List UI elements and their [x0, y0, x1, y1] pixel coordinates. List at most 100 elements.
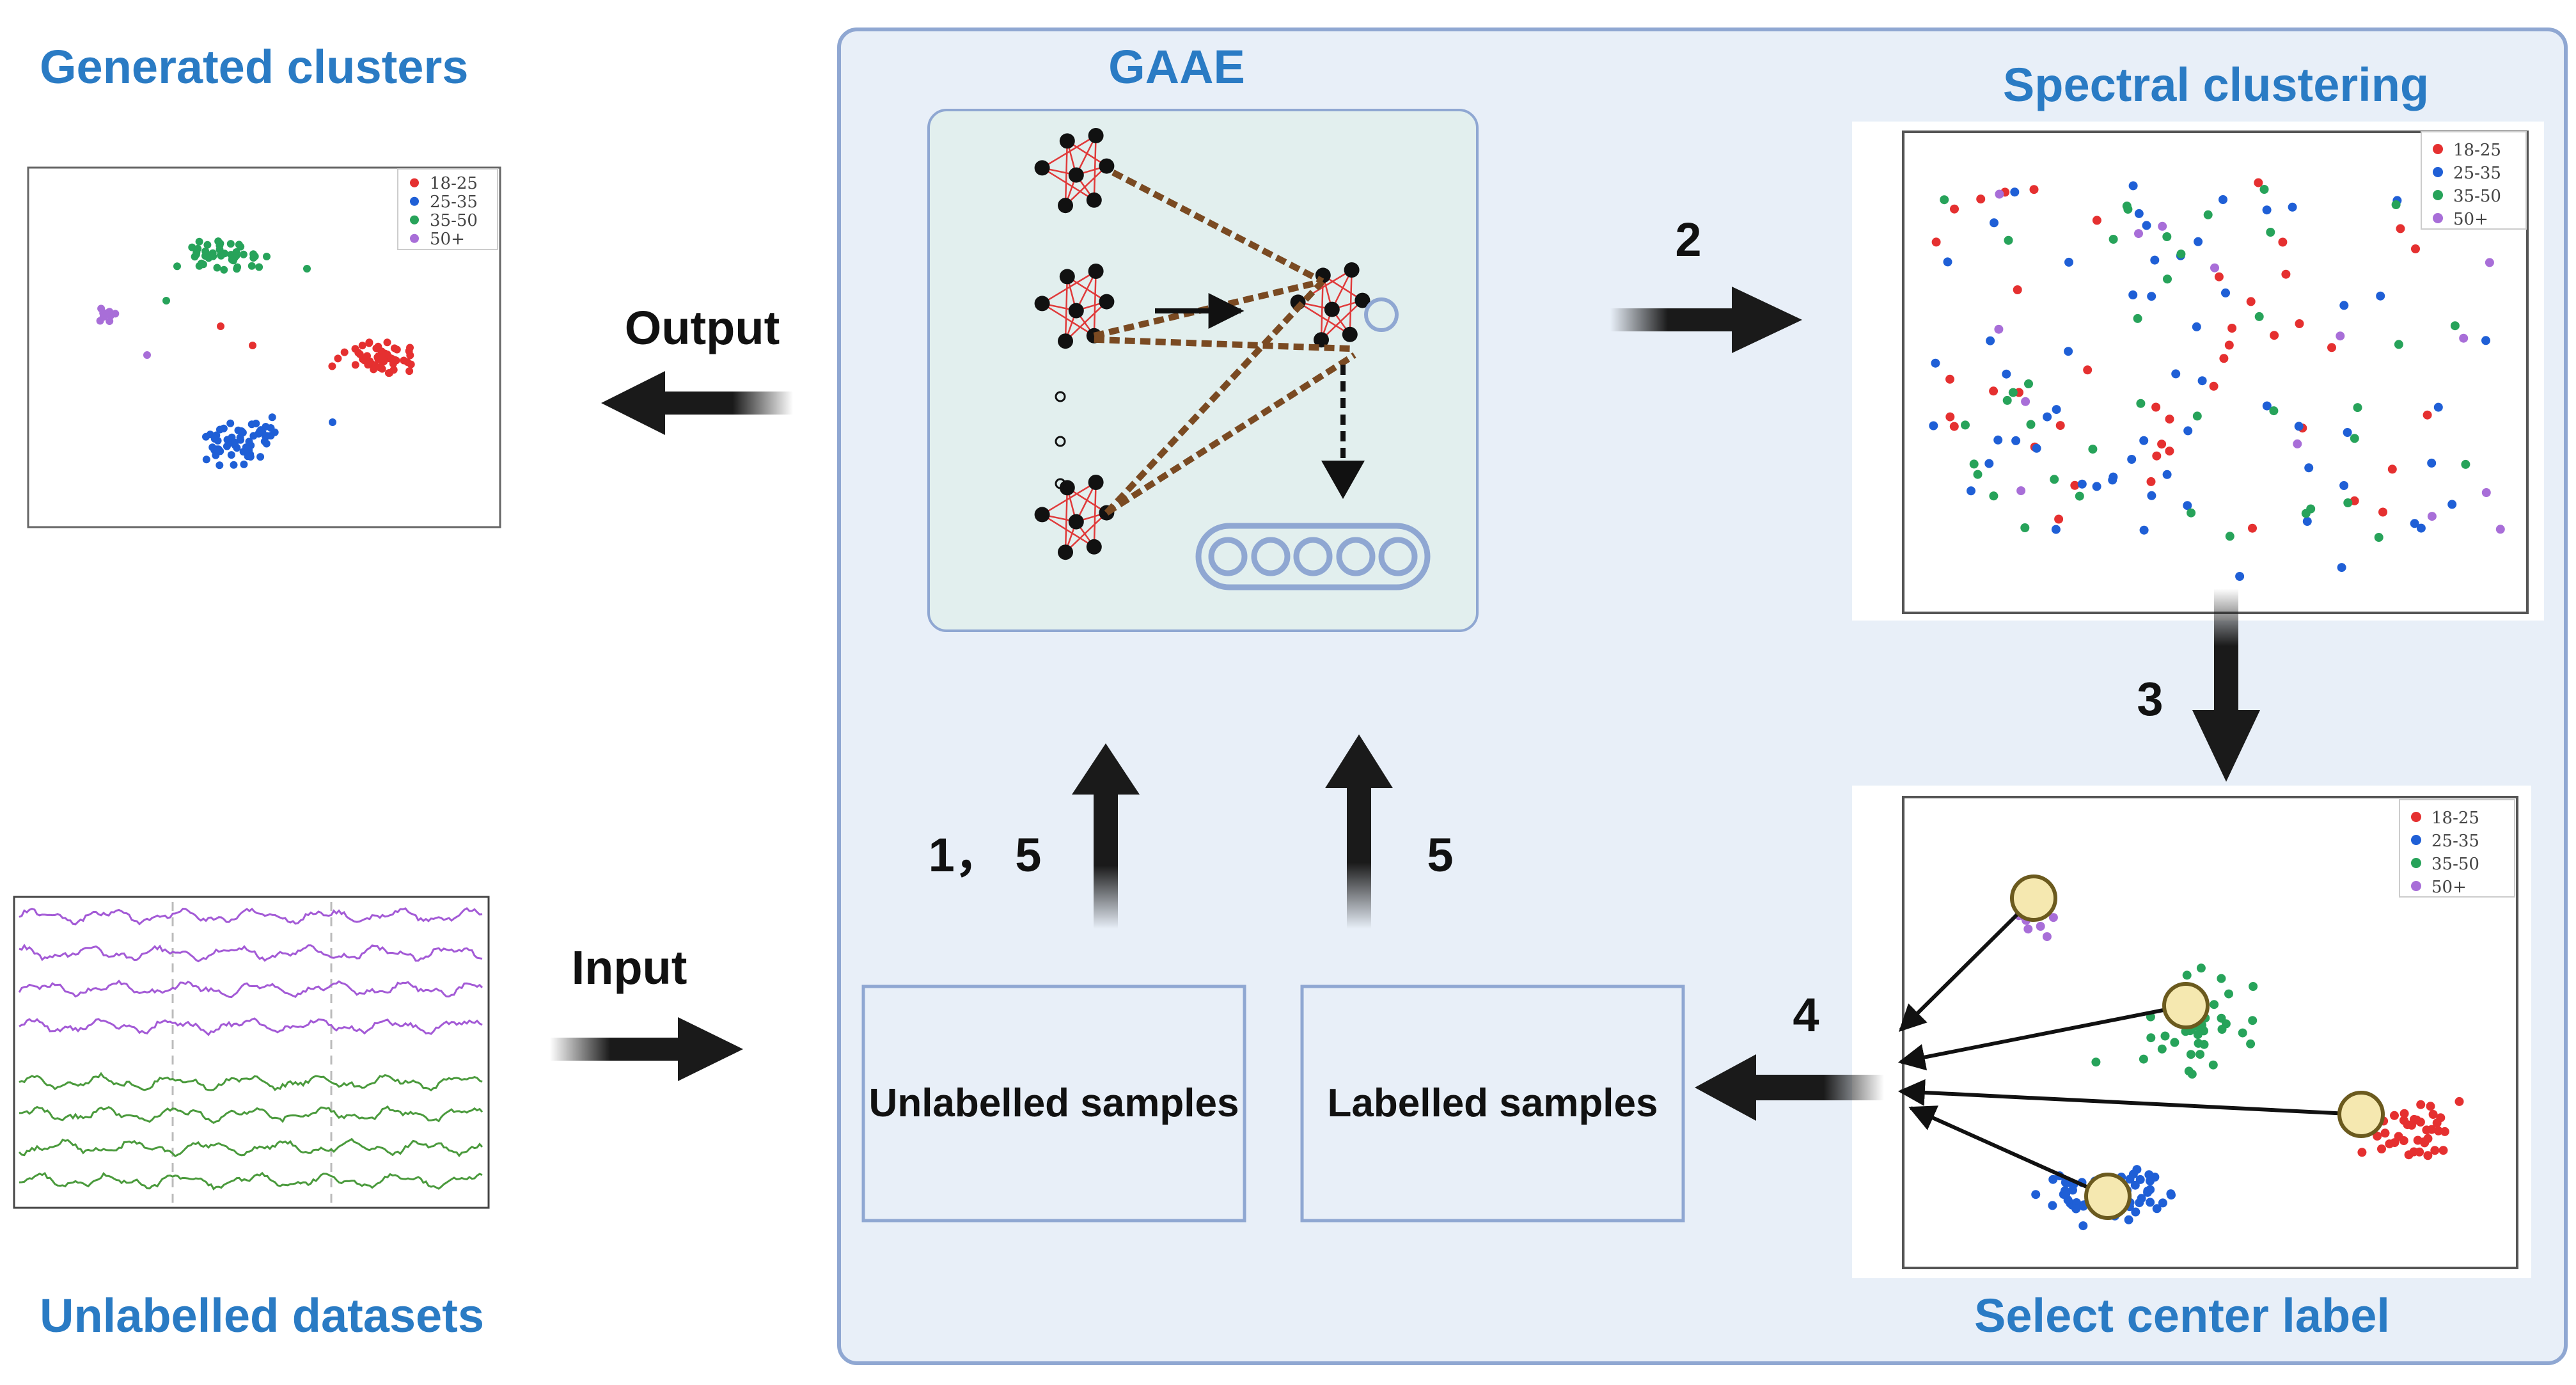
center-plot-point [2416, 1100, 2426, 1109]
spectral-point [2128, 181, 2138, 191]
center-plot-point [2413, 1136, 2423, 1145]
eeg-trace [19, 907, 483, 926]
cluster-point [230, 461, 238, 469]
cluster-point [226, 240, 235, 248]
spectral-point [2481, 488, 2491, 497]
step-3-label: 3 [2137, 672, 2163, 725]
spectral-point [2416, 523, 2426, 533]
spectral-point [1995, 189, 2004, 199]
center-plot-point [2144, 1170, 2154, 1180]
eeg-trace [19, 1017, 483, 1036]
title-generated-clusters: Generated clusters [40, 40, 468, 93]
center-plot-point [2439, 1146, 2448, 1155]
generated-clusters-plot [27, 166, 501, 528]
center-plot-point [2399, 1116, 2408, 1125]
cluster-point [229, 257, 237, 265]
center-plot-point [2377, 1144, 2386, 1153]
select-center-legend-marker [2411, 835, 2421, 845]
center-plot-point [2415, 1118, 2425, 1127]
center-plot-point [2071, 1204, 2081, 1214]
select-center-legend-marker [2411, 881, 2421, 891]
center-plot-point [2187, 1070, 2197, 1079]
cluster-point [365, 339, 373, 347]
spectral-point [2158, 221, 2167, 231]
center-plot-point [2048, 1201, 2057, 1210]
cluster-point [390, 344, 398, 352]
step-1-5-label: 1， 5 [929, 828, 1042, 882]
cluster-point [237, 427, 246, 435]
generated-clusters-points [96, 237, 415, 470]
spectral-point [2219, 354, 2229, 363]
center-plot-point [2170, 1038, 2179, 1047]
cluster-point [202, 455, 210, 464]
spectral-point [1986, 336, 1995, 345]
spectral-clustering-legend-label: 50+ [2453, 210, 2488, 229]
center-plot-point [2404, 1150, 2414, 1160]
cluster-point [201, 247, 210, 255]
center-plot-point [2217, 974, 2226, 983]
graph-node-icon [1099, 158, 1115, 174]
graph-node-icon [1034, 160, 1050, 176]
cluster-point [205, 254, 213, 262]
spectral-point [2165, 415, 2174, 424]
cluster-point [328, 362, 336, 370]
center-pointer-arrow [1899, 896, 2036, 1032]
select-center-legend-marker [2411, 858, 2421, 868]
spectral-point [2008, 388, 2018, 397]
spectral-point [2495, 525, 2505, 534]
cluster-point [213, 264, 221, 272]
eeg-trace [19, 944, 483, 963]
spectral-point [2339, 481, 2349, 490]
center-plot-point [2061, 1189, 2071, 1199]
graph-node-icon [1059, 480, 1075, 496]
spectral-point [2293, 439, 2302, 448]
generated-clusters-legend-marker [410, 233, 419, 243]
spectral-point [2353, 403, 2362, 413]
encoder-arrow-head [1321, 461, 1365, 499]
eeg-trace [19, 1105, 483, 1124]
title-gaae: GAAE [1108, 40, 1245, 93]
step-2-label: 2 [1675, 213, 1701, 266]
cluster-point [334, 354, 342, 363]
spectral-point [2278, 237, 2288, 247]
eeg-signal-box [13, 896, 490, 1209]
spectral-point [2410, 519, 2419, 528]
spectral-point [2183, 426, 2193, 436]
generated-clusters-legend-label: 35-50 [430, 211, 478, 230]
spectral-point [2016, 486, 2026, 496]
eeg-signal-icon [18, 907, 483, 1191]
spectral-point [2075, 491, 2084, 501]
center-plot-point [2426, 1102, 2435, 1111]
center-plot-point [2208, 1060, 2218, 1070]
graph-node-icon [1034, 507, 1050, 523]
cluster-point [256, 426, 265, 434]
generated-clusters-legend-marker [410, 215, 419, 225]
spectral-point [2127, 455, 2137, 464]
spectral-point [2134, 209, 2144, 218]
center-plot-point [2433, 1126, 2443, 1136]
cluster-point [223, 436, 232, 444]
spectral-point [2411, 244, 2420, 253]
center-plot-point [2146, 1033, 2156, 1043]
spectral-point [1967, 486, 1975, 496]
graph-edge [1065, 165, 1108, 207]
graph-edge [1064, 487, 1069, 553]
spectral-point [2235, 572, 2245, 581]
center-pointer-arrow [1897, 1004, 2187, 1071]
cluster-point [358, 342, 366, 350]
graph-node-icon [1058, 333, 1073, 349]
spectral-point [1993, 435, 2003, 445]
spectral-point [2343, 498, 2353, 507]
graph-dashed-link [1104, 279, 1325, 516]
graph-node-icon [1068, 303, 1084, 319]
spectral-point [2203, 210, 2213, 219]
center-plot-point [2042, 932, 2052, 942]
center-plot-point [2193, 1030, 2203, 1040]
eeg-trace [19, 1171, 483, 1191]
spectral-point [1976, 194, 1986, 204]
step-5-arrow [1325, 734, 1393, 929]
graph-edge [1041, 270, 1097, 305]
